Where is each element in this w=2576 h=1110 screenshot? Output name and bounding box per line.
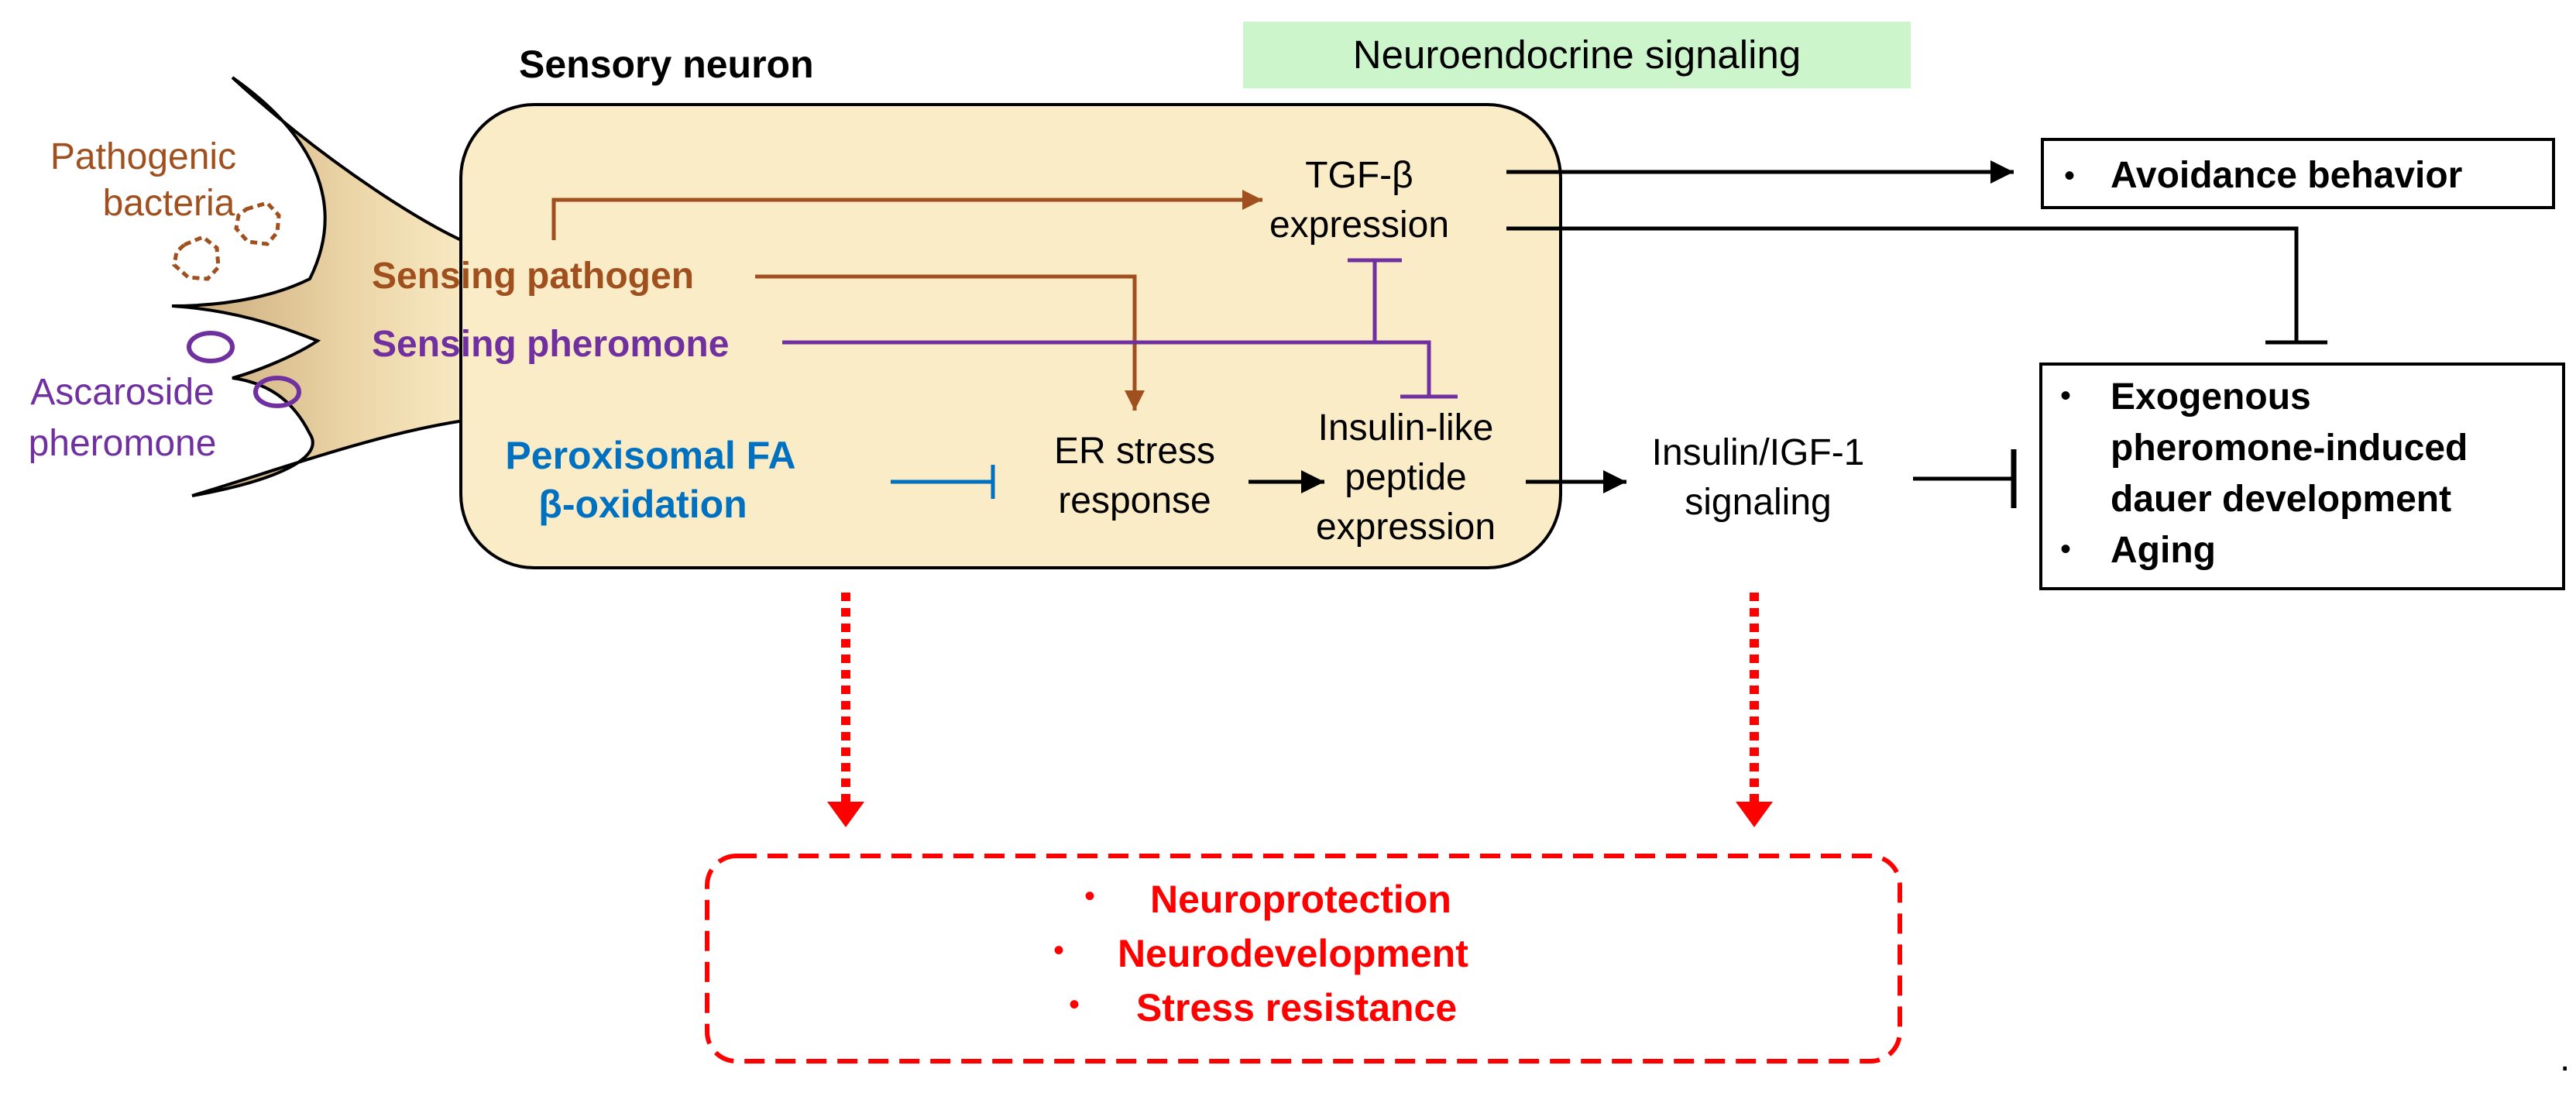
sensing-pheromone-label: Sensing pheromone [372,324,729,365]
effects-box: • Neuroprotection • Neurodevelopment • S… [705,854,1902,1064]
pheromone-main-line [782,340,1431,397]
pathogenic-bacteria-label-2: bacteria [103,183,235,224]
er-stress-label-1: ER stress [1054,431,1215,472]
pheromone-icon [187,331,301,408]
effects-item-2: Neurodevelopment [1118,932,1468,975]
effects-arrowheads [827,802,1773,827]
tgf-beta-label-2: expression [1269,204,1449,246]
trailing-period: . [2560,1038,2570,1079]
pathogen-to-er-arrow [755,274,1145,411]
aging-label: Aging [2111,530,2216,571]
black-arrows [1249,160,2327,508]
neuroendocrine-banner: Neuroendocrine signaling [1243,22,1911,88]
dauer-bullet: • [2060,379,2071,413]
banner-background [1243,22,1911,88]
effects-arrows [841,593,1759,802]
ascaroside-pheromone-label-2: pheromone [29,423,217,464]
dauer-aging-box: • Exogenous pheromone-induced dauer deve… [2039,363,2565,590]
insulin-like-label-2: peptide [1345,457,1466,498]
avoidance-bullet: • [2064,159,2075,193]
peroxisomal-label-2: β-oxidation [538,483,747,526]
dendrite-shape [171,76,482,497]
tgf-to-dauer-line [1506,226,2299,342]
ascaroside-pheromone-label-1: Ascaroside [30,372,214,413]
iis-label-2: signaling [1685,482,1831,523]
sensing-pathogen-label: Sensing pathogen [372,256,694,297]
effects-bullet-2: • [1053,933,1064,967]
peroxisomal-label-1: Peroxisomal FA [505,434,795,477]
iis-label-1: Insulin/IGF-1 [1652,432,1865,473]
peroxisomal-inhibition [891,465,995,499]
effects-bullet-1: • [1084,879,1095,913]
sensory-neuron-title: Sensory neuron [519,43,814,86]
effects-bullet-3: • [1069,988,1080,1022]
sensory-neuron-body [459,103,1562,569]
avoidance-label: Avoidance behavior [2111,155,2462,196]
effects-item-3: Stress resistance [1136,986,1457,1029]
er-stress-label-2: response [1058,480,1211,521]
pathogenic-bacteria-label-1: Pathogenic [50,136,236,177]
effects-item-1: Neuroprotection [1150,878,1451,921]
insulin-like-label-1: Insulin-like [1318,407,1494,448]
dauer-line-3: dauer development [2111,479,2451,520]
bacteria-icon [172,201,281,281]
insulin-like-label-3: expression [1316,507,1496,548]
dauer-line-1: Exogenous [2111,376,2311,418]
dauer-line-2: pheromone-induced [2111,428,2468,469]
banner-label: Neuroendocrine signaling [1353,33,1801,77]
aging-bullet: • [2060,532,2071,566]
avoidance-box: • Avoidance behavior [2041,138,2555,209]
pathogen-to-tgf-arrow [551,190,1262,240]
pathogen-arrows [551,190,1262,411]
tgf-beta-label-1: TGF-β [1305,155,1413,196]
pheromone-inhibition-lines [782,258,1458,399]
